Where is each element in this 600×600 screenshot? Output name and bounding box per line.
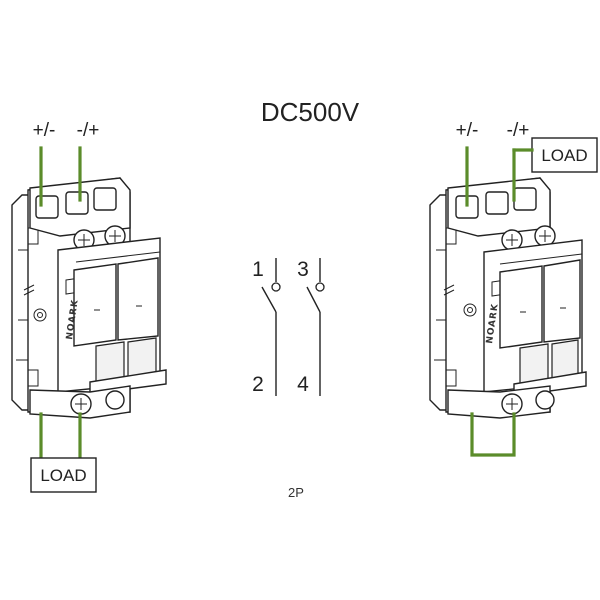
pole-label-1: 1 — [252, 258, 264, 281]
pole-label-4: 4 — [297, 373, 309, 396]
right-load-label: LOAD — [541, 146, 587, 165]
left-terminal-plus-minus: +/- — [33, 120, 56, 141]
right-pole-cover-b — [543, 259, 581, 343]
switch-1-blade — [261, 286, 277, 313]
left-pole-cover-a — [73, 263, 117, 347]
right-terminal-minus-plus: -/+ — [507, 120, 530, 141]
right-load-box — [531, 137, 598, 173]
right-series-jumper — [470, 412, 516, 457]
pole-label-2: 2 — [252, 373, 264, 396]
pole-label-3: 3 — [297, 258, 309, 281]
left-handle-bar — [89, 369, 167, 395]
switch-2-contact — [315, 282, 325, 292]
voltage-title: DC500V — [261, 97, 360, 127]
left-breaker: +/- -/+ NOARK — [11, 120, 167, 493]
left-terminal-minus-plus: -/+ — [77, 120, 100, 141]
switch-1-contact — [271, 282, 281, 292]
pole-count-label: 2P — [288, 485, 304, 500]
pole-schematic: 1 3 2 4 — [252, 258, 325, 396]
left-load-box — [30, 457, 97, 493]
right-breaker: +/- -/+ LOAD NOARK — [429, 120, 598, 457]
switch-2-blade — [306, 286, 321, 313]
right-terminal-plus-minus: +/- — [456, 120, 479, 141]
left-load-label: LOAD — [40, 466, 86, 485]
right-bottom-terminals — [447, 385, 551, 419]
left-pole-cover-b — [117, 257, 159, 341]
right-pole-cover-a — [499, 265, 543, 349]
